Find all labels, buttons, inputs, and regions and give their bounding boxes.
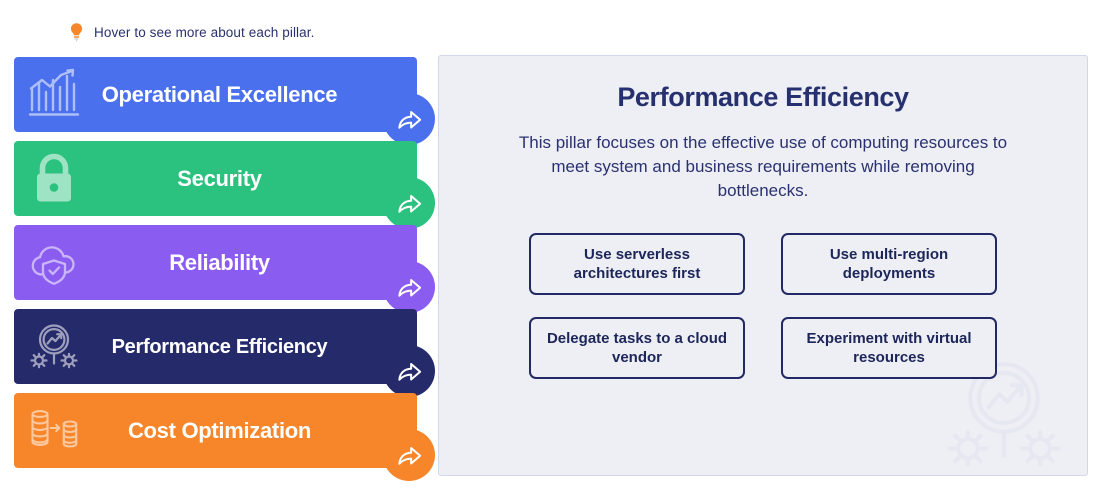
pillar-card-reliability[interactable]: Reliability: [14, 225, 435, 313]
pillar-card-performance-efficiency[interactable]: Performance Efficiency: [14, 309, 435, 397]
share-arrow-icon[interactable]: [383, 345, 435, 397]
recommendation-item[interactable]: Use multi-region deployments: [781, 233, 997, 296]
recommendation-item[interactable]: Experiment with virtual resources: [781, 317, 997, 380]
pillar-list: Operational Excellence Security: [14, 57, 435, 481]
pillar-card-operational-excellence[interactable]: Operational Excellence: [14, 57, 435, 145]
pillar-detail-panel: Performance Efficiency This pillar focus…: [438, 55, 1088, 476]
hover-hint: Hover to see more about each pillar.: [68, 21, 314, 43]
lightbulb-icon: [68, 22, 85, 42]
recommendation-list: Use serverless architectures first Use m…: [529, 233, 997, 380]
share-arrow-icon[interactable]: [383, 261, 435, 313]
share-arrow-icon[interactable]: [383, 429, 435, 481]
pillar-label: Operational Excellence: [101, 81, 338, 107]
pillar-label: Performance Efficiency: [111, 335, 328, 358]
recommendation-item[interactable]: Delegate tasks to a cloud vendor: [529, 317, 745, 380]
share-arrow-icon[interactable]: [383, 93, 435, 145]
share-arrow-icon[interactable]: [383, 177, 435, 229]
panel-title: Performance Efficiency: [617, 82, 909, 112]
pillar-label: Security: [177, 165, 262, 191]
pillar-label: Reliability: [169, 249, 270, 275]
hover-hint-text: Hover to see more about each pillar.: [94, 24, 315, 40]
pillar-label: Cost Optimization: [127, 417, 312, 443]
pillar-card-security[interactable]: Security: [14, 141, 435, 229]
panel-description: This pillar focuses on the effective use…: [518, 132, 1008, 200]
recommendation-item[interactable]: Use serverless architectures first: [529, 233, 745, 296]
pillar-card-cost-optimization[interactable]: Cost Optimization: [14, 393, 435, 481]
